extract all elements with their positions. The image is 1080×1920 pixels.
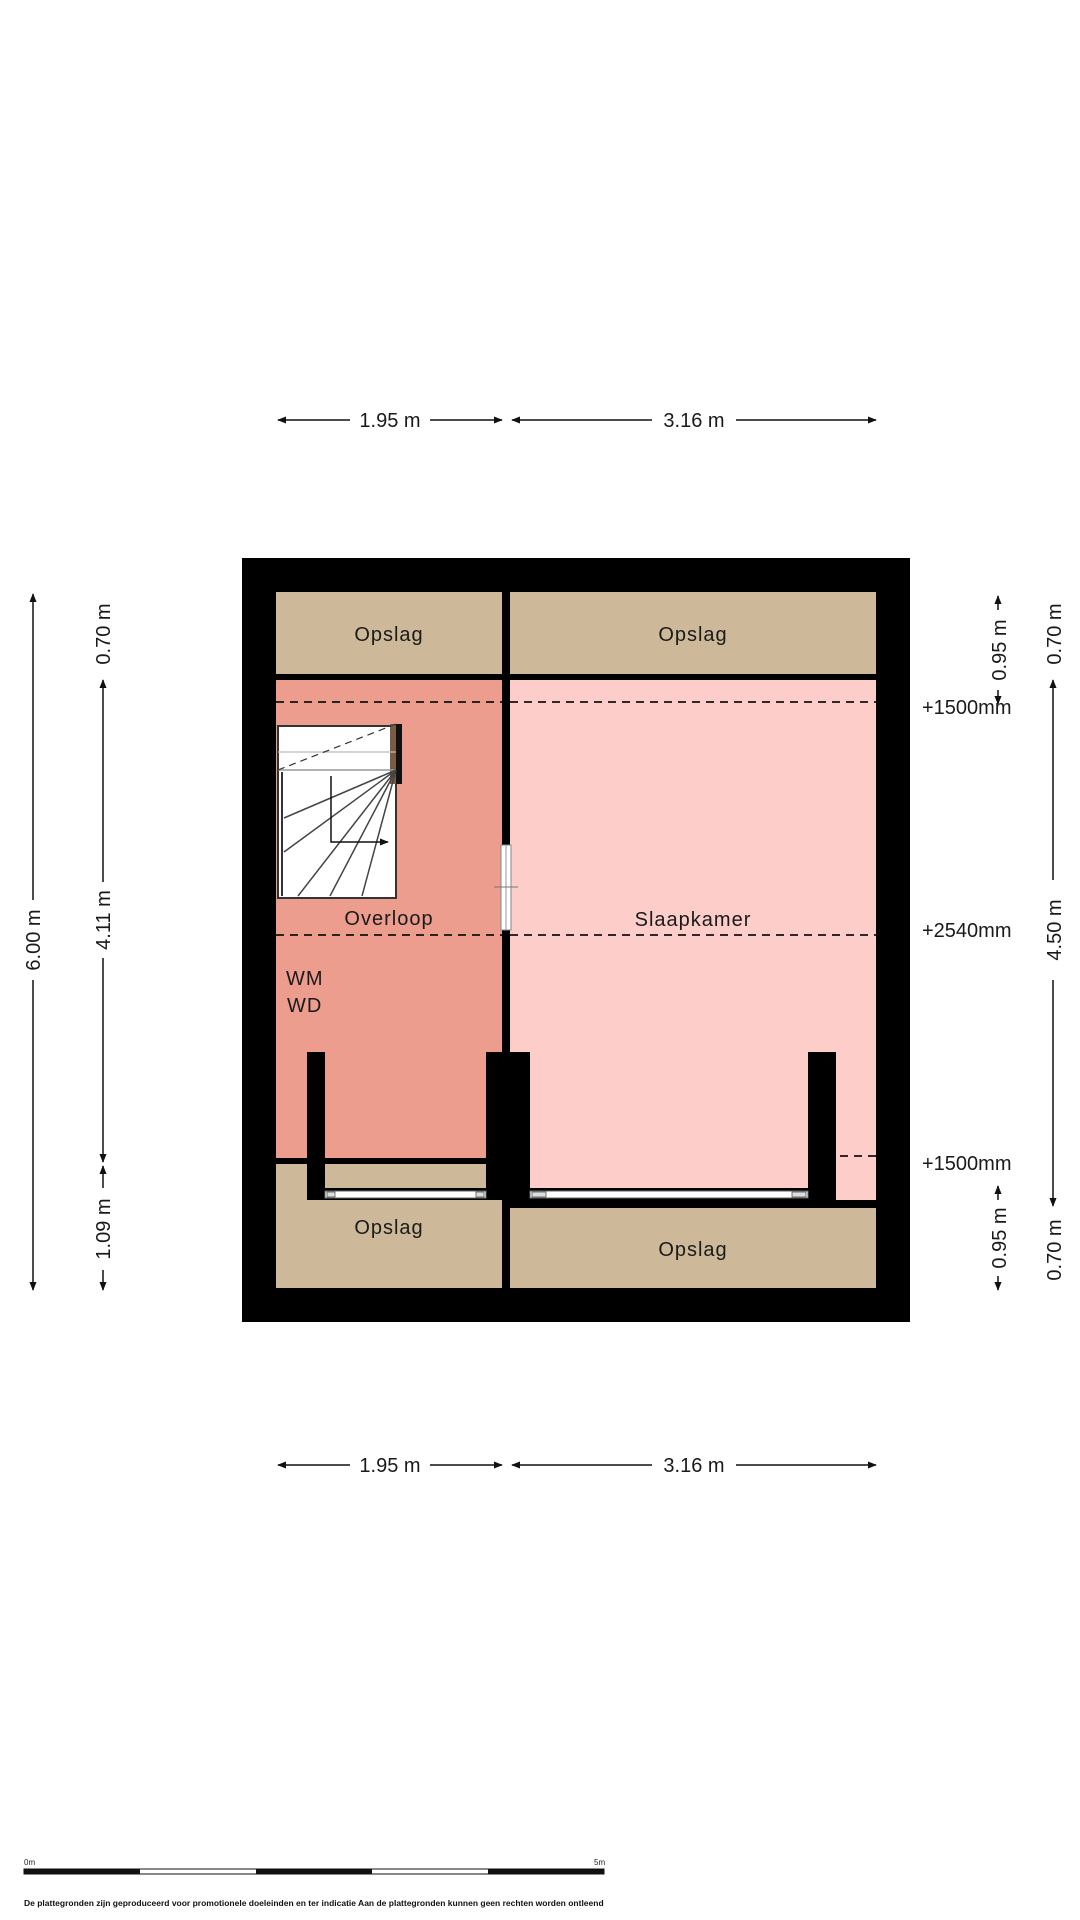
svg-text:1.95 m: 1.95 m <box>359 1455 420 1477</box>
wall-center-partition <box>502 592 510 1288</box>
svg-text:0.95 m: 0.95 m <box>989 1207 1011 1268</box>
wall-left-knee <box>276 1158 502 1164</box>
wall-top-storage-right <box>510 674 876 680</box>
svg-text:4.50 m: 4.50 m <box>1044 899 1066 960</box>
appliance-label-washer: WM <box>286 968 324 990</box>
svg-text:0.70 m: 0.70 m <box>1044 1219 1066 1280</box>
scale-end-label: 5m <box>594 1858 606 1867</box>
storage-bottom-right-area <box>510 1208 876 1288</box>
svg-text:4.11 m: 4.11 m <box>93 890 115 950</box>
appliance-label-dryer: WD <box>287 995 322 1017</box>
svg-text:3.16 m: 3.16 m <box>663 410 724 432</box>
dimension-top-left: 1.95 m <box>277 410 503 432</box>
scale-bar <box>23 1868 605 1875</box>
disclaimer-text: De plattegronden zijn geproduceerd voor … <box>24 1898 604 1908</box>
dimension-left-storage-top: 0.70 m <box>93 603 115 664</box>
sliding-door <box>494 844 518 931</box>
svg-text:1.09 m: 1.09 m <box>93 1198 115 1259</box>
dormer-wall-2 <box>486 1052 530 1200</box>
room-label-bedroom: Slaapkamer <box>635 909 752 931</box>
wall-top-storage-left <box>276 674 502 680</box>
wall-right-knee <box>510 1200 876 1208</box>
dimension-right-middle: 4.50 m <box>1044 679 1066 1207</box>
svg-text:6.00 m: 6.00 m <box>23 909 45 970</box>
dimension-left-storage-bottom: 1.09 m <box>93 1165 115 1291</box>
room-label-storage-bottom-right: Opslag <box>658 1239 727 1261</box>
svg-text:1.95 m: 1.95 m <box>359 410 420 432</box>
room-label-storage-bottom-left: Opslag <box>354 1217 423 1239</box>
svg-text:0.70 m: 0.70 m <box>93 603 115 664</box>
svg-text:0.95 m: 0.95 m <box>989 619 1011 680</box>
dimension-total-height: 6.00 m <box>23 593 45 1291</box>
room-label-storage-top-left: Opslag <box>354 624 423 646</box>
dormer-wall-1 <box>307 1052 325 1200</box>
dormer-wall-3 <box>808 1052 836 1200</box>
dimension-bottom-right: 3.16 m <box>511 1455 877 1477</box>
storage-top-left-area <box>276 592 502 674</box>
scale-start-label: 0m <box>24 1858 36 1867</box>
window-left <box>324 1190 487 1199</box>
dimension-bottom-left: 1.95 m <box>277 1455 503 1477</box>
dimension-right-outer-bottom: 0.70 m <box>1044 1219 1066 1280</box>
room-label-landing: Overloop <box>344 908 433 930</box>
level-label-lower: +1500mm <box>922 1153 1012 1175</box>
dimension-left-middle: 4.11 m <box>93 679 115 1163</box>
svg-text:3.16 m: 3.16 m <box>663 1455 724 1477</box>
dimension-top-right: 3.16 m <box>511 410 877 432</box>
dimension-right-inner-top: 0.95 m <box>989 595 1011 705</box>
window-right <box>529 1190 809 1199</box>
dimension-right-inner-bottom: 0.95 m <box>989 1185 1011 1291</box>
level-label-ridge: +2540mm <box>922 920 1012 942</box>
svg-text:0.70 m: 0.70 m <box>1044 603 1066 664</box>
level-label-upper: +1500mm <box>922 697 1012 719</box>
staircase <box>277 723 402 899</box>
room-label-storage-top-right: Opslag <box>658 624 727 646</box>
storage-top-right-area <box>510 592 876 674</box>
dimension-right-outer-top: 0.70 m <box>1044 603 1066 664</box>
